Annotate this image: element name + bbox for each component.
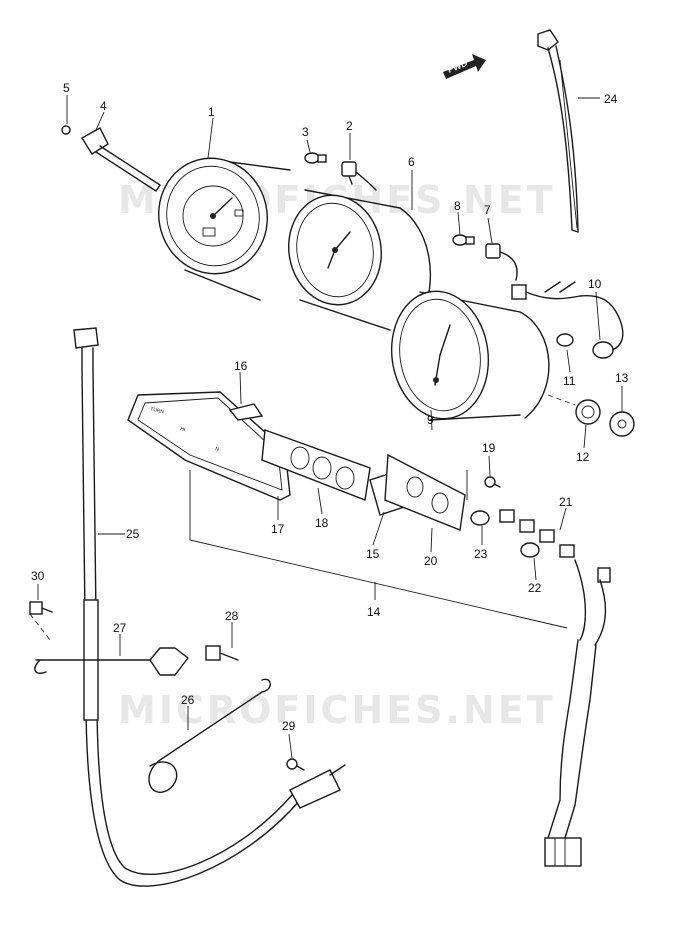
fwd-arrow-icon: FWD [443,54,486,79]
callout-20: 20 [424,554,438,568]
part-18-indicator-housing [261,429,371,501]
part-10-socket [592,341,614,359]
callout-18: 18 [315,516,329,530]
wire-connector [511,281,624,351]
callout-28: 28 [225,609,239,623]
callout-16: 16 [234,359,248,373]
callout-13: 13 [615,371,629,385]
part-22-bulb [520,542,540,558]
part-19-screw [484,476,501,488]
callout-27: 27 [113,621,127,635]
part-17-lens-panel: TURN HI N [127,391,291,501]
part-23-bulb [470,510,490,526]
part-2-socket [341,161,377,191]
callout-21: 21 [559,495,573,509]
callout-15: 15 [366,547,380,561]
part-6-speedometer [288,189,432,331]
part-24-band [537,29,579,233]
part-21-socket-harness [499,509,611,583]
svg-text:TURN: TURN [149,406,164,415]
callout-7: 7 [484,203,491,217]
callout-25: 25 [126,527,140,541]
part-14-harness [544,559,607,867]
part-1-tachometer [158,157,291,301]
callout-14: 14 [367,605,381,619]
callout-17: 17 [271,522,285,536]
part-27-bracket [34,647,189,676]
callout-23: 23 [474,547,488,561]
part-9-gauge [390,290,550,421]
part-16-clip [228,403,264,421]
part-8-bulb [452,234,475,246]
callout-24: 24 [604,92,618,106]
part-3-bulb [304,152,327,164]
callout-2: 2 [346,119,353,133]
callout-9: 9 [427,413,434,427]
callout-1: 1 [208,105,215,119]
callout-29: 29 [282,719,296,733]
part-4-cable-joint [81,127,161,192]
callout-11: 11 [563,374,576,388]
callout-22: 22 [528,581,542,595]
part-20-bracket [384,453,466,531]
watermark-bottom: MICROFICHES.NET [118,688,556,732]
callout-12: 12 [576,450,590,464]
callout-4: 4 [100,99,107,113]
callout-10: 10 [588,277,602,291]
callout-26: 26 [181,693,195,707]
part-11-bulb [556,333,574,347]
callout-30: 30 [31,569,45,583]
callout-8: 8 [454,199,461,213]
part-13-nut [609,411,635,437]
svg-text:N: N [214,446,219,453]
part-7-socket [485,243,518,281]
part-26-spring [148,678,271,793]
part-30-screw [29,601,53,641]
leader-lines [37,95,623,759]
callout-5: 5 [63,81,70,95]
part-5-screw [61,125,71,135]
part-28-bolt [205,645,239,661]
part-29-screw [286,758,305,771]
callout-6: 6 [408,155,415,169]
callout-3: 3 [302,125,309,139]
part-12-grommet [575,399,601,425]
callout-19: 19 [482,441,496,455]
svg-text:HI: HI [179,426,185,433]
